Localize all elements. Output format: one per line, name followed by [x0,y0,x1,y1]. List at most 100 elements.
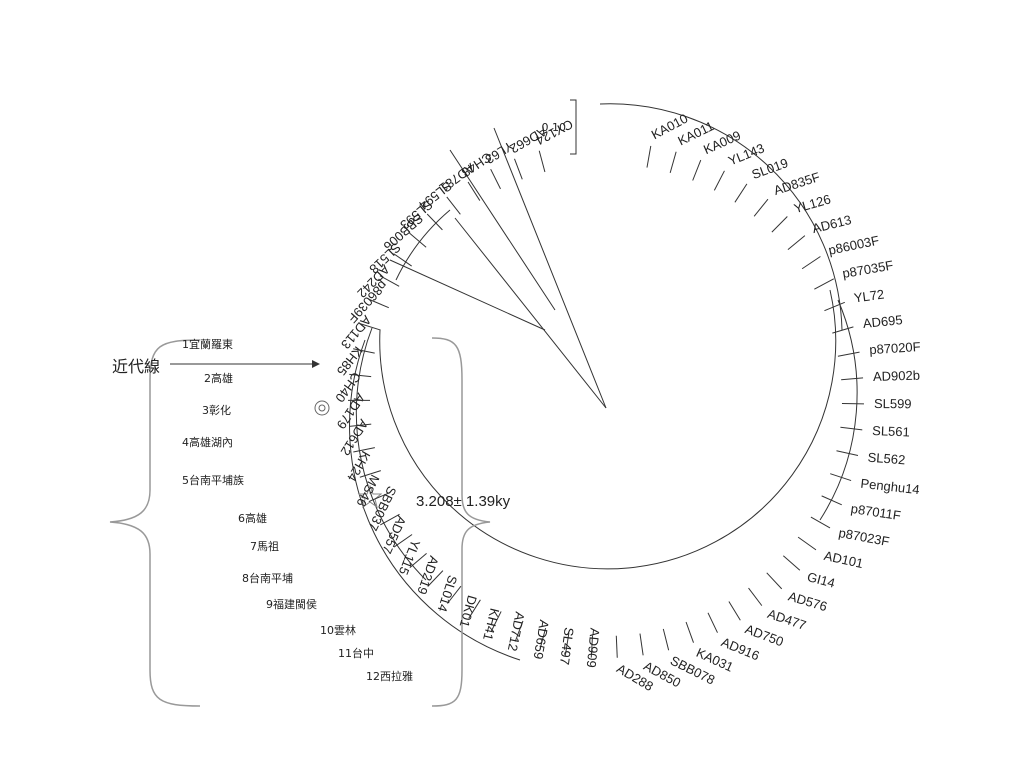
leaf-label: GI14 [806,569,837,591]
leaf-branch [447,585,462,604]
leaf-branch [409,552,427,568]
leaf-branch [468,599,481,619]
leaf-branch [379,275,400,287]
leaf-branch [590,635,594,658]
leaf-label: AD576 [787,589,829,615]
location-label: 1宜蘭羅東 [182,337,233,351]
leaf-branch [692,159,702,181]
leaf-label: KH41 [480,607,502,642]
leaf-branch [836,450,859,456]
leaf-label: p87020F [869,339,921,357]
leaf-branch [814,278,834,290]
leaf-label: AD835F [772,169,822,198]
leaf-label: SL599 [874,396,912,411]
leaf-label: AD659 [531,619,552,661]
leaf-branch [393,534,413,548]
leaf-label: AD909 [584,627,603,668]
leaf-branch [564,632,570,655]
location-label: 8台南平埔 [242,571,293,585]
leaf-branch [841,377,864,381]
location-label: 9福建閩侯 [266,597,317,611]
leaf-label: DK01 [457,594,480,629]
leaf-branch [832,326,854,334]
location-label: 11台中 [338,646,374,660]
leaf-label: AD902b [873,368,920,384]
leaf-branch [797,536,817,551]
leaf-label: SL014 [435,573,461,613]
leaf-label: p87023F [837,525,890,549]
leaf-branch [801,256,821,270]
leaf-branch [359,470,381,478]
leaf-branch [766,572,783,590]
leaf-branch [380,513,400,526]
modern-lineage-arrow [170,360,320,368]
star-marker [357,484,383,509]
leaf-branch [840,426,863,431]
leaf-label: p87035F [841,257,894,281]
leaf-branch [646,145,652,168]
leaf-branch [824,301,845,312]
leaf-branch [426,213,443,231]
right-brace [431,337,491,707]
leaf-branch [771,216,788,233]
location-labels: 1宜蘭羅東2高雄3彰化4高雄湖內5台南平埔族6高雄7馬祖8台南平埔9福建閩侯10… [182,337,413,683]
location-label: 10雲林 [320,623,356,637]
leaf-branch [787,235,806,251]
date-estimate-label: 3.208± 1.39ky [416,493,511,510]
leaf-branch [837,351,860,357]
modern-lineage-label: 近代線 [112,358,160,376]
leaf-label: SL562 [867,450,906,468]
leaf-branch [409,232,427,248]
leaf-branch [685,621,694,643]
leaf-branch [713,170,725,191]
leaf-branch [514,158,523,180]
leaf-branch [467,181,481,201]
location-label: 3彰化 [202,403,231,417]
leaf-branch [539,628,547,650]
leaf-branch [427,570,444,587]
leaf-branch [538,150,546,173]
leaf-label: AD477 [766,606,808,633]
leaf-branch [728,601,741,621]
leaf-branch [349,423,372,427]
leaf-branch [349,373,372,378]
leaf-branch [368,492,390,503]
leaf-label: AD101 [823,548,865,571]
leaf-branch [782,555,801,571]
leaf-label: SL561 [872,423,910,440]
leaf-label: SL019 [750,155,790,182]
leaf-label: Penghu14 [860,476,921,497]
leaf-label: SL497 [557,626,577,665]
leaf-branch [490,611,502,632]
scale-label: 0.10 [542,121,567,134]
leaf-branch [734,183,748,203]
leaf-branch [707,612,718,633]
location-label: 2高雄 [204,371,233,385]
location-label: 12西拉雅 [366,669,413,683]
leaf-label: YL126 [792,191,832,216]
leaf-branch [748,587,763,606]
leaf-branch [490,168,501,190]
leaf-branch [359,323,381,331]
location-label: 5台南平埔族 [182,473,244,487]
leaf-branch [615,635,618,658]
leaf-branch [368,298,389,309]
circle-marker [314,400,330,416]
leaf-label: YL72 [853,287,885,306]
leaf-branch [353,348,375,354]
leaf-branch [753,198,769,217]
leaf-branch [821,495,842,506]
leaf-branch [639,633,644,656]
leaf-branch [669,151,677,174]
leaf-branch [830,473,852,482]
leaf-branch [514,620,524,642]
leaf-branch [446,196,461,215]
leaf-branch [810,516,831,529]
leaf-label: p87011F [850,501,902,523]
leaf-label: AD712 [505,611,528,653]
location-label: 4高雄湖內 [182,435,233,449]
location-label: 7馬祖 [250,539,279,553]
leaf-label: p86003F [827,233,880,258]
leaf-branch [662,628,670,651]
